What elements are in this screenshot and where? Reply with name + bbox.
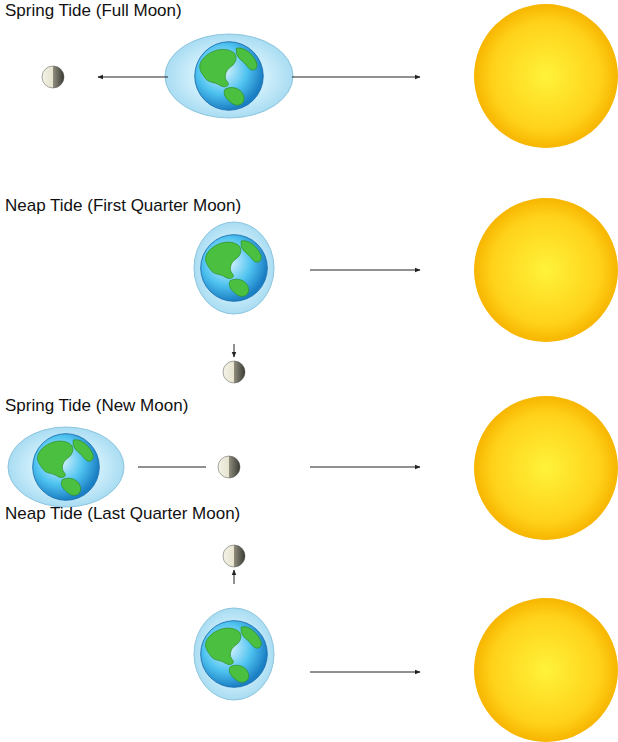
tidal-bulge	[165, 34, 293, 118]
moon	[42, 66, 64, 88]
earth	[195, 42, 263, 110]
moon	[223, 545, 245, 567]
tidal-bulge	[8, 427, 124, 507]
sun	[474, 598, 618, 742]
panel-title: Spring Tide (New Moon)	[5, 396, 188, 416]
gravity-arrow	[310, 672, 420, 673]
tidal-bulge	[194, 222, 274, 314]
earth	[201, 235, 268, 302]
earth	[201, 621, 268, 688]
gravity-arrow	[310, 467, 420, 468]
alignment-line	[138, 467, 206, 468]
panel-title: Neap Tide (Last Quarter Moon)	[5, 504, 240, 524]
earth	[33, 434, 100, 501]
sun	[474, 4, 618, 148]
gravity-arrow	[98, 77, 168, 78]
moon	[223, 361, 245, 383]
panel-title: Neap Tide (First Quarter Moon)	[5, 196, 241, 216]
gravity-arrow	[292, 77, 420, 78]
moon	[218, 456, 240, 478]
tidal-bulge	[194, 608, 274, 700]
sun	[474, 396, 618, 540]
panel-title: Spring Tide (Full Moon)	[5, 1, 182, 21]
gravity-arrow	[234, 344, 235, 357]
gravity-arrow	[234, 570, 235, 584]
sun	[474, 198, 618, 342]
gravity-arrow	[310, 270, 420, 271]
